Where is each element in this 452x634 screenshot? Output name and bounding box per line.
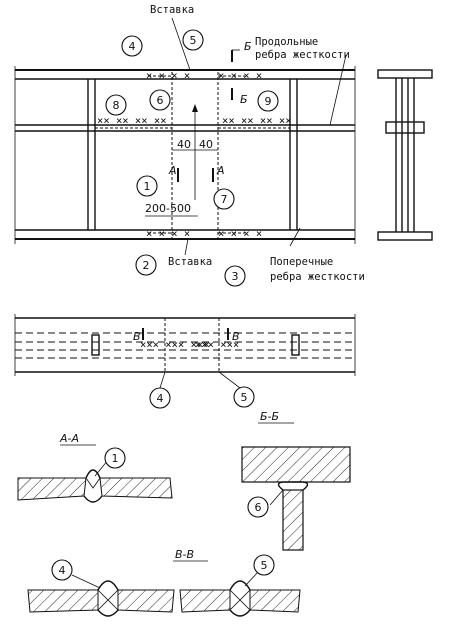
svg-text:×× ×× ×× ××: ×× ×× ×× ×× <box>222 115 292 127</box>
svg-text:×× ×× ×× ××: ×× ×× ×× ×× <box>97 115 167 127</box>
callout-4-top: 4 <box>129 40 136 53</box>
section-mark-v-left: В <box>133 330 141 343</box>
section-mark-b-top: Б <box>244 40 252 53</box>
callout-3: 3 <box>232 270 239 283</box>
callout-5-section: 5 <box>261 559 268 572</box>
side-view <box>377 69 433 241</box>
dim-40-left: 40 <box>177 138 191 151</box>
svg-text:××× ××× ×××: ××× ××× ××× <box>140 339 210 351</box>
callout-9: 9 <box>265 95 272 108</box>
main-elevation-view: × × × × × × × × ×× ×× ×× ×× ×× ×× ×× ×× … <box>14 17 356 256</box>
title-section-aa: А-А <box>59 432 79 445</box>
callout-1-section: 1 <box>112 452 119 465</box>
callout-2: 2 <box>143 259 150 272</box>
section-aa: А-А 1 <box>17 432 173 503</box>
label-longitudinal-line2: ребра жесткости <box>255 49 350 61</box>
callout-1-main: 1 <box>144 180 151 193</box>
label-insert-top: Вставка <box>150 4 194 16</box>
callout-6: 6 <box>157 94 164 107</box>
label-insert-bottom: Вставка <box>168 256 212 268</box>
title-section-vv: В-В <box>175 548 194 561</box>
callout-8: 8 <box>113 99 120 112</box>
title-section-bb: Б-Б <box>260 410 279 423</box>
svg-text:× × × ×: × × × × <box>146 228 190 240</box>
callout-7: 7 <box>221 193 228 206</box>
label-transverse-line1: Поперечные <box>270 256 333 268</box>
svg-text:× × × ×: × × × × <box>218 70 262 82</box>
main-labels: Вставка Продольные ребра жесткости Встав… <box>150 4 365 283</box>
svg-text:× × × ×: × × × × <box>146 70 190 82</box>
callout-5-top: 5 <box>190 34 197 47</box>
callout-5-plan: 5 <box>241 391 248 404</box>
section-mark-a-right: А <box>216 164 225 177</box>
callouts-main: 4 5 6 8 9 1 7 2 3 <box>105 29 279 287</box>
label-longitudinal-line1: Продольные <box>255 36 318 48</box>
section-vv: В-В 4 5 <box>27 548 301 617</box>
callout-6-section: 6 <box>255 501 262 514</box>
dim-range: 200-500 <box>145 202 191 215</box>
section-mark-b-bottom: Б <box>240 93 248 106</box>
section-mark-a-left: А <box>168 164 177 177</box>
svg-text:× × × ×: × × × × <box>218 228 262 240</box>
callout-4-section: 4 <box>59 564 66 577</box>
label-transverse-line2: ребра жесткости <box>270 271 365 283</box>
svg-text:××× ×××: ××× ××× <box>195 339 239 351</box>
section-mark-v-right: В <box>232 330 240 343</box>
dim-40-right: 40 <box>199 138 213 151</box>
callout-4-plan: 4 <box>157 392 164 405</box>
section-bb: Б-Б 6 <box>241 410 351 551</box>
plan-view: ××× ××× ××× ××× ××× В В 4 5 <box>14 314 356 409</box>
